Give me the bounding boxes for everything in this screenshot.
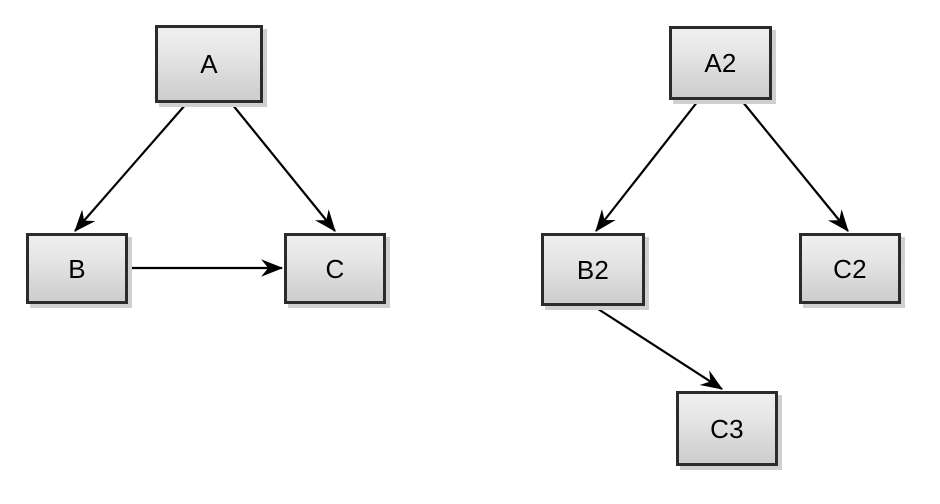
node-label-c3: C3 bbox=[710, 413, 744, 444]
edge-b2-to-c3 bbox=[594, 306, 723, 390]
edge-a-to-b bbox=[74, 103, 187, 232]
node-label-c2: C2 bbox=[833, 253, 867, 284]
edge-a2-to-c2 bbox=[741, 100, 849, 232]
node-label-a: A bbox=[200, 49, 218, 79]
node-c[interactable]: C bbox=[284, 233, 386, 304]
node-label-a2: A2 bbox=[704, 48, 737, 78]
node-label-b: B bbox=[68, 253, 86, 284]
node-a[interactable]: A bbox=[155, 25, 263, 103]
node-b[interactable]: B bbox=[26, 233, 128, 304]
edge-a2-to-b2 bbox=[595, 100, 699, 232]
node-b2[interactable]: B2 bbox=[541, 233, 645, 306]
edge-a-to-c bbox=[231, 103, 336, 232]
node-label-c: C bbox=[325, 253, 345, 284]
node-c2[interactable]: C2 bbox=[799, 233, 901, 304]
node-c3[interactable]: C3 bbox=[676, 391, 778, 466]
node-label-b2: B2 bbox=[576, 254, 610, 285]
node-a2[interactable]: A2 bbox=[669, 26, 772, 100]
